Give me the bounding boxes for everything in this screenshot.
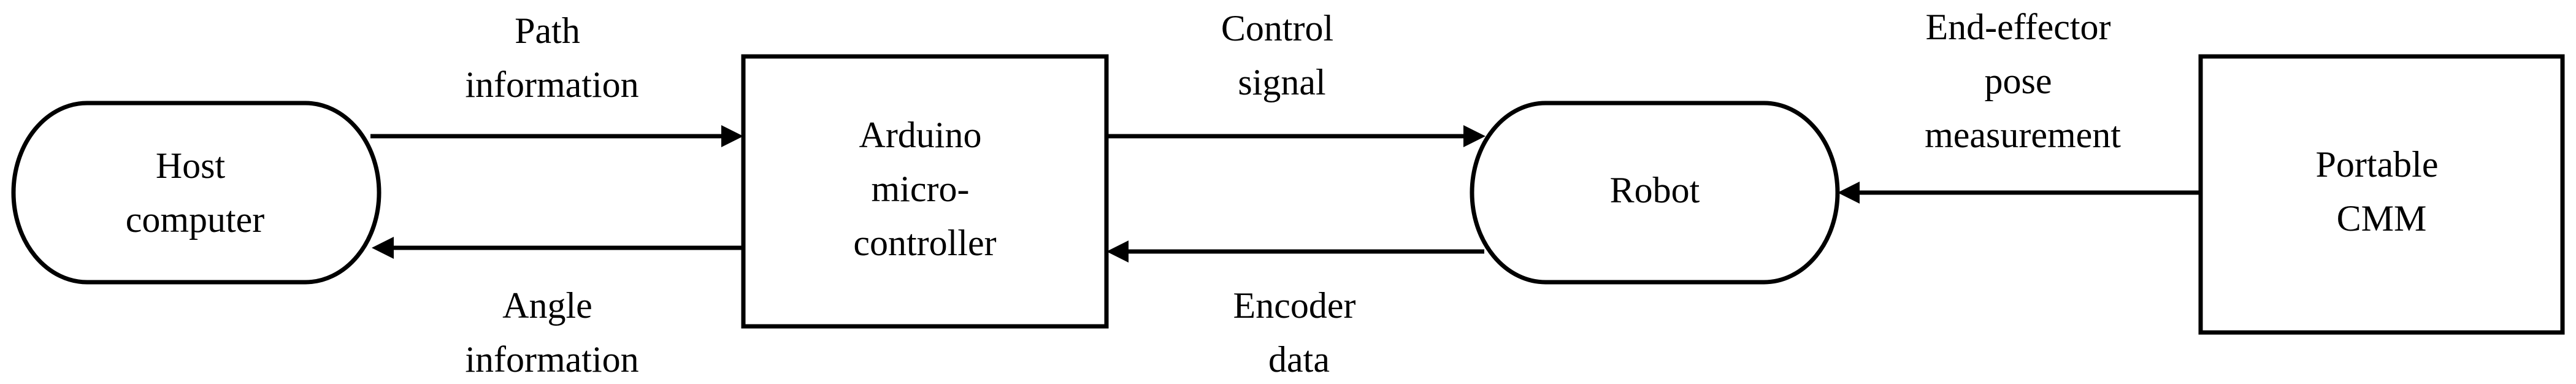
pose-measurement-label-line3: measurement <box>1925 115 2121 155</box>
encoder-data-label: Encoder data <box>1233 285 1365 380</box>
angle-information-label-line1: Angle <box>502 285 592 326</box>
pose-measurement-label-line1: End-effector <box>1925 7 2110 47</box>
edge-angle-information: Angle information <box>372 237 743 380</box>
path-information-arrowhead <box>721 125 743 147</box>
edge-pose-measurement: End-effector pose measurement <box>1838 7 2201 204</box>
robot-label-line1: Robot <box>1610 170 1700 210</box>
arduino-shape <box>741 54 1109 329</box>
edge-control-signal: Control signal <box>1106 8 1485 147</box>
encoder-data-label-line1: Encoder <box>1233 285 1356 326</box>
robot-label: Robot <box>1610 170 1700 210</box>
arduino-node: Arduino micro- controller <box>741 54 1109 329</box>
portable-cmm-shape <box>2198 54 2565 335</box>
host-computer-label: Host computer <box>126 145 265 240</box>
host-computer-label-line1: Host <box>156 145 226 186</box>
portable-cmm-label: Portable CMM <box>2316 144 2448 239</box>
encoder-data-arrowhead <box>1106 240 1129 263</box>
portable-cmm-node: Portable CMM <box>2198 54 2565 335</box>
angle-information-label-line2: information <box>465 339 638 380</box>
host-computer-shape <box>11 101 381 285</box>
control-signal-label: Control signal <box>1221 8 1343 102</box>
control-signal-label-line2: signal <box>1238 62 1325 102</box>
portable-cmm-label-line1: Portable <box>2316 144 2439 185</box>
encoder-data-label-line2: data <box>1268 339 1330 380</box>
edge-encoder-data: Encoder data <box>1106 240 1484 380</box>
control-signal-label-line1: Control <box>1221 8 1333 48</box>
path-information-label: Path information <box>465 10 638 105</box>
control-signal-arrowhead <box>1463 125 1485 147</box>
host-computer-label-line2: computer <box>126 199 265 240</box>
angle-information-arrowhead <box>372 237 394 259</box>
robot-node: Robot <box>1470 101 1840 285</box>
angle-information-label: Angle information <box>465 285 638 380</box>
arduino-label-line3: controller <box>853 223 996 263</box>
path-information-label-line1: Path <box>515 10 580 51</box>
pose-measurement-label-line2: pose <box>1985 61 2052 101</box>
arduino-label: Arduino micro- controller <box>853 115 996 263</box>
pose-measurement-arrowhead <box>1838 182 1860 204</box>
pose-measurement-label: End-effector pose measurement <box>1925 7 2121 155</box>
arduino-label-line2: micro- <box>872 169 970 209</box>
portable-cmm-label-line2: CMM <box>2337 198 2427 239</box>
arduino-label-line1: Arduino <box>859 115 982 155</box>
path-information-label-line2: information <box>465 64 638 105</box>
edge-path-information: Path information <box>370 10 743 147</box>
host-computer-node: Host computer <box>11 101 381 285</box>
